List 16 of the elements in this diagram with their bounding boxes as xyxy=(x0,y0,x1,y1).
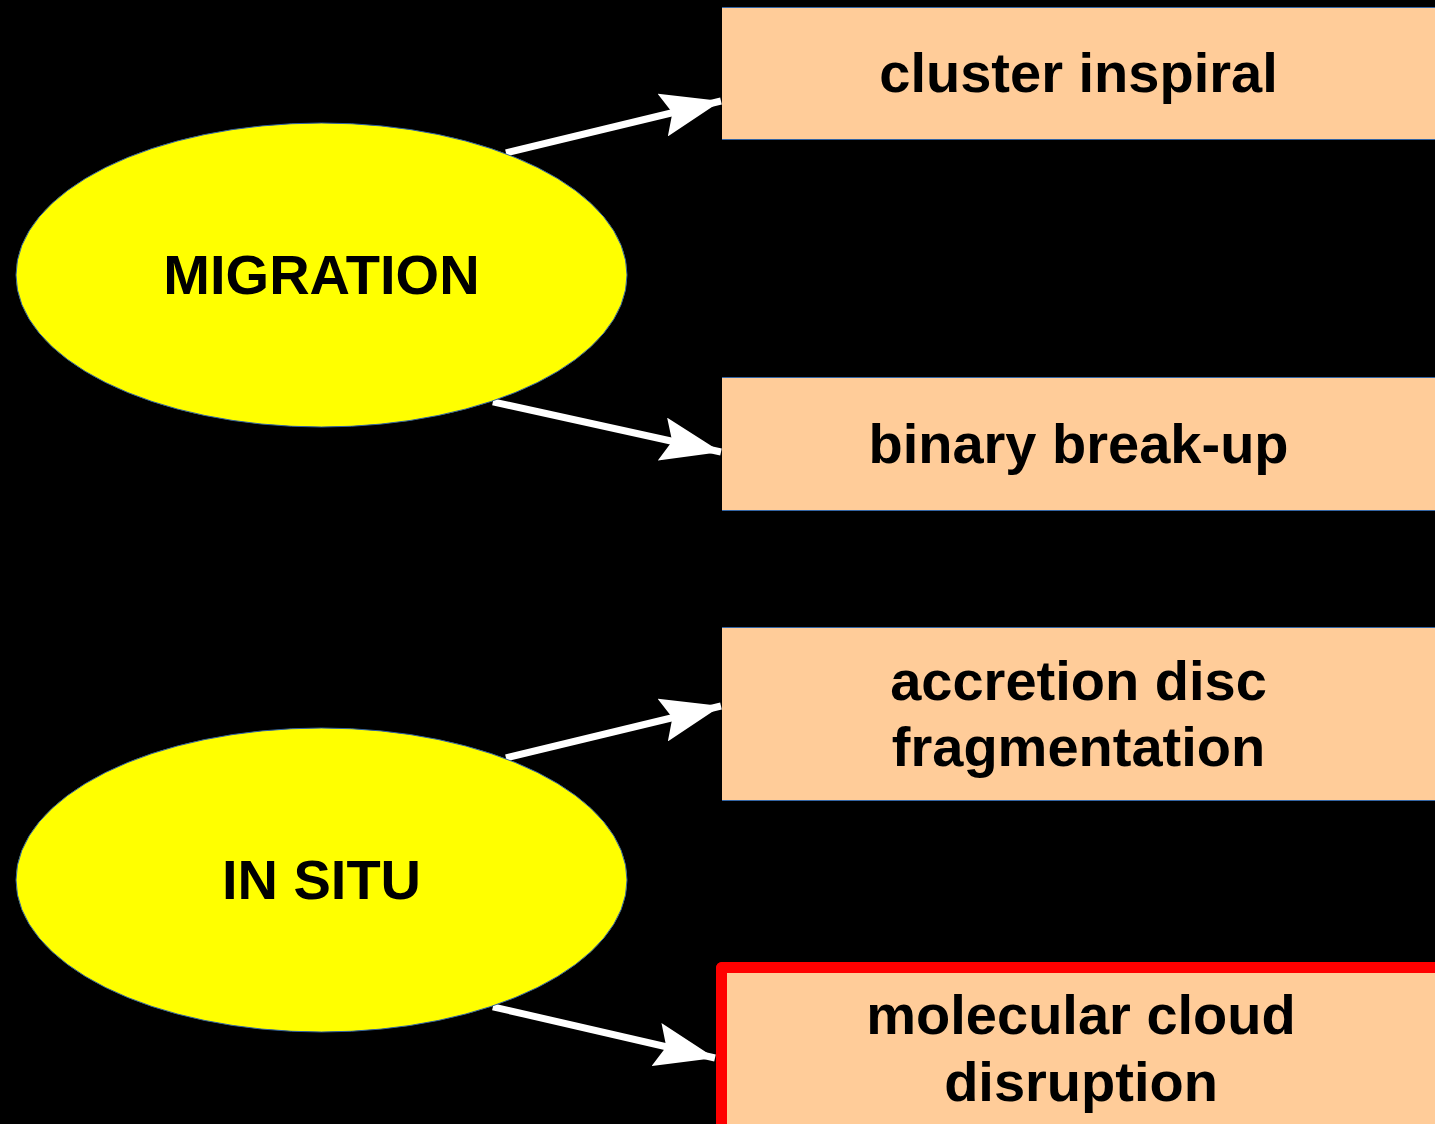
arrow xyxy=(492,1003,716,1066)
node-label: accretion disc fragmentation xyxy=(889,647,1268,780)
node-label: molecular cloud disruption xyxy=(865,982,1297,1115)
process-box xyxy=(722,7,1435,140)
node-label: IN SITU xyxy=(220,846,423,913)
arrow xyxy=(505,698,722,762)
arrow xyxy=(492,398,722,461)
process-box xyxy=(722,627,1435,801)
node-label: MIGRATION xyxy=(162,241,481,308)
process-box xyxy=(722,377,1435,511)
node-label: cluster inspiral xyxy=(878,40,1279,107)
highlighted-box xyxy=(716,962,1435,1124)
ellipse-node xyxy=(15,727,628,1033)
node-label: binary break-up xyxy=(867,410,1290,477)
arrow xyxy=(505,93,722,157)
ellipse-node xyxy=(15,122,628,428)
